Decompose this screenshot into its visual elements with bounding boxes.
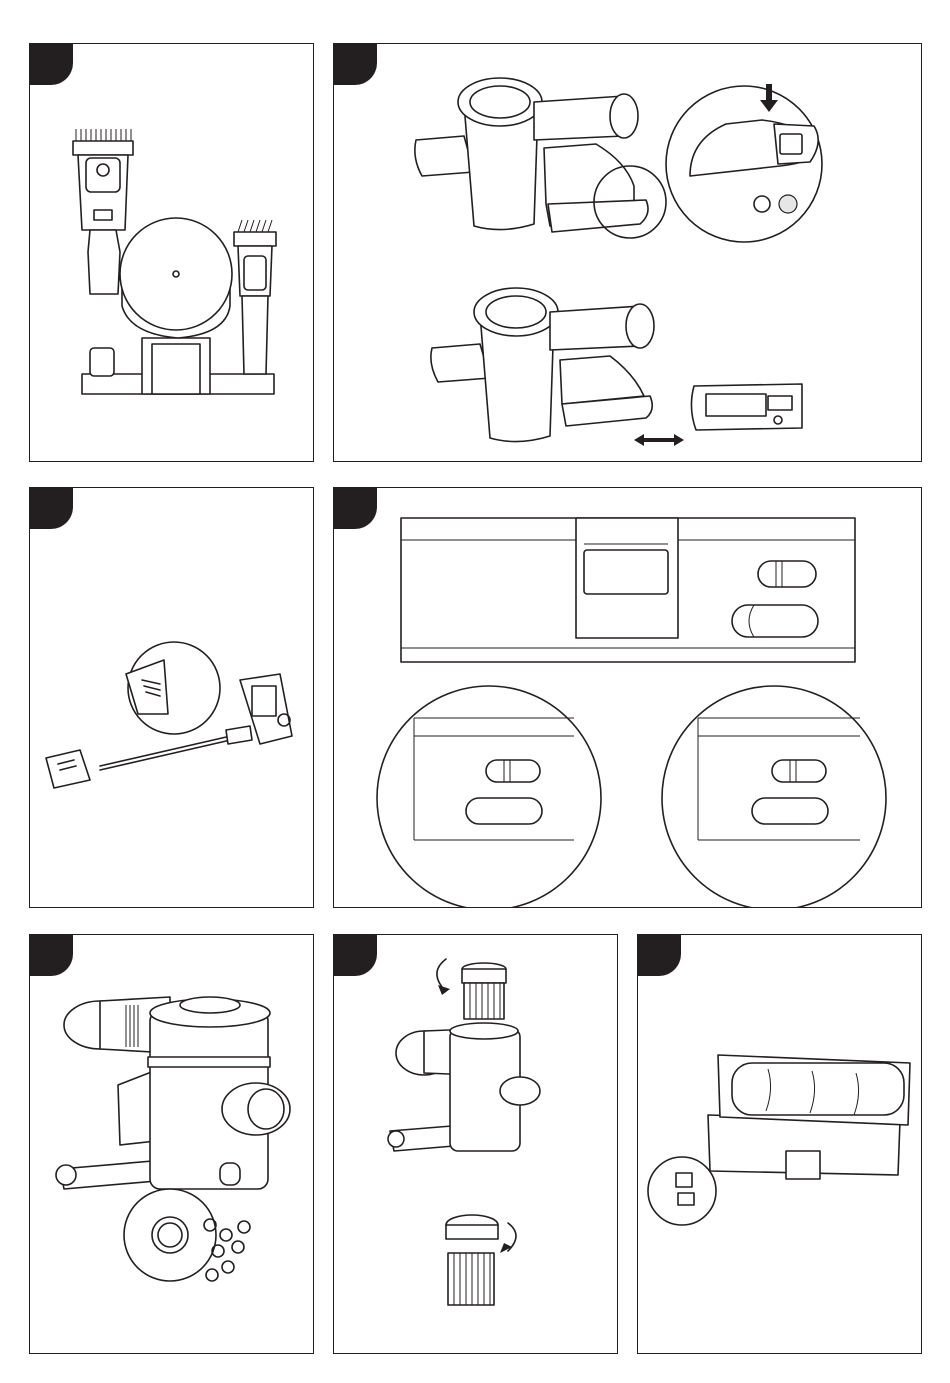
panel-7 — [637, 934, 922, 1354]
charger-icon — [30, 488, 314, 908]
panel-1 — [29, 43, 314, 462]
panel-6 — [333, 934, 618, 1354]
filter-rotate-icon — [334, 935, 618, 1354]
dust-bin-icon — [30, 935, 314, 1354]
battery-indicator-icon — [334, 488, 922, 908]
battery-release-icon — [334, 44, 922, 462]
roller-brush-icon — [638, 935, 922, 1354]
panel-4 — [333, 487, 922, 908]
wall-mount-icon — [30, 44, 314, 462]
panel-5 — [29, 934, 314, 1354]
panel-3 — [29, 487, 314, 908]
panel-2 — [333, 43, 922, 462]
